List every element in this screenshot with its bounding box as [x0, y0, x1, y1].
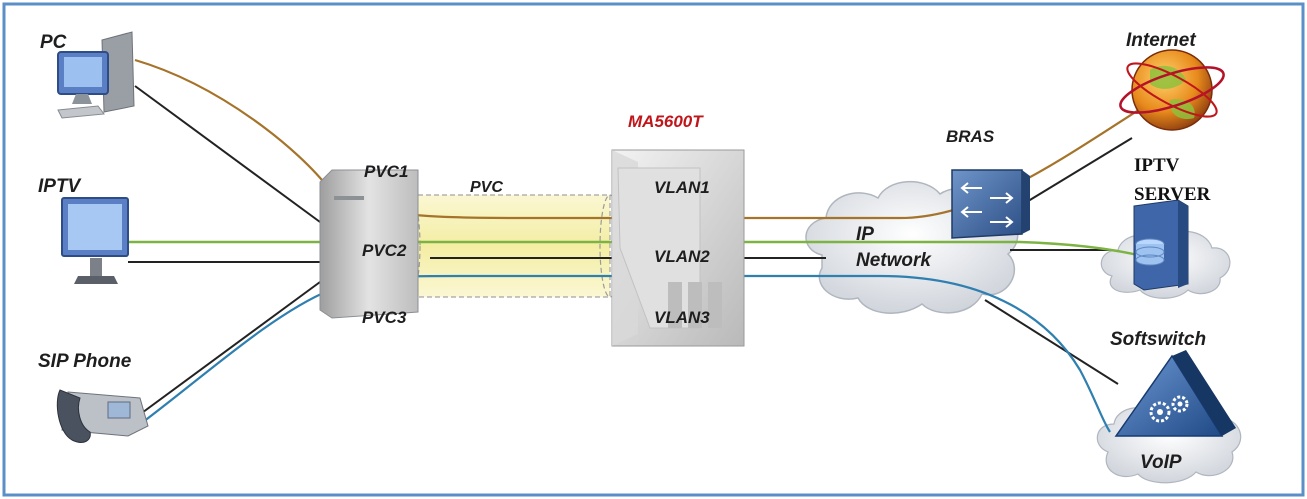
modem-device: [319, 169, 419, 319]
iptv-label: IPTV: [38, 176, 82, 197]
softswitch-label: Softswitch: [1110, 329, 1206, 350]
vlan2-label: VLAN2: [654, 247, 710, 266]
globe-icon: [1119, 49, 1225, 131]
pc-icon: [57, 31, 135, 119]
black-links: [128, 85, 1133, 419]
phone-icon: [56, 389, 149, 443]
server-icon: [1133, 199, 1189, 291]
iptv-server-label-1: IPTV: [1134, 155, 1180, 176]
ip-network-label-2: Network: [856, 250, 932, 271]
tv-icon: [61, 197, 129, 284]
sip-phone-label: SIP Phone: [38, 351, 132, 372]
pvc3-label: PVC3: [362, 308, 407, 327]
pvc1-label: PVC1: [364, 162, 408, 181]
pvc-label: PVC: [470, 179, 503, 196]
pvc-tunnel: [399, 194, 621, 298]
vlan1-label: VLAN1: [654, 178, 710, 197]
bras-label: BRAS: [946, 127, 995, 146]
olt-device: [611, 149, 745, 347]
vlan3-label: VLAN3: [654, 308, 710, 327]
olt-label: MA5600T: [628, 112, 704, 131]
ip-network-label-1: IP: [856, 224, 874, 245]
pc-label: PC: [40, 32, 67, 53]
softswitch-icon: [1114, 350, 1236, 437]
bras-router-icon: [951, 169, 1030, 239]
pvc2-label: PVC2: [362, 241, 407, 260]
iptv-server-label-2: SERVER: [1134, 184, 1211, 205]
voip-link: [134, 274, 1111, 433]
voip-label: VoIP: [1140, 452, 1182, 473]
internet-label: Internet: [1126, 30, 1196, 51]
